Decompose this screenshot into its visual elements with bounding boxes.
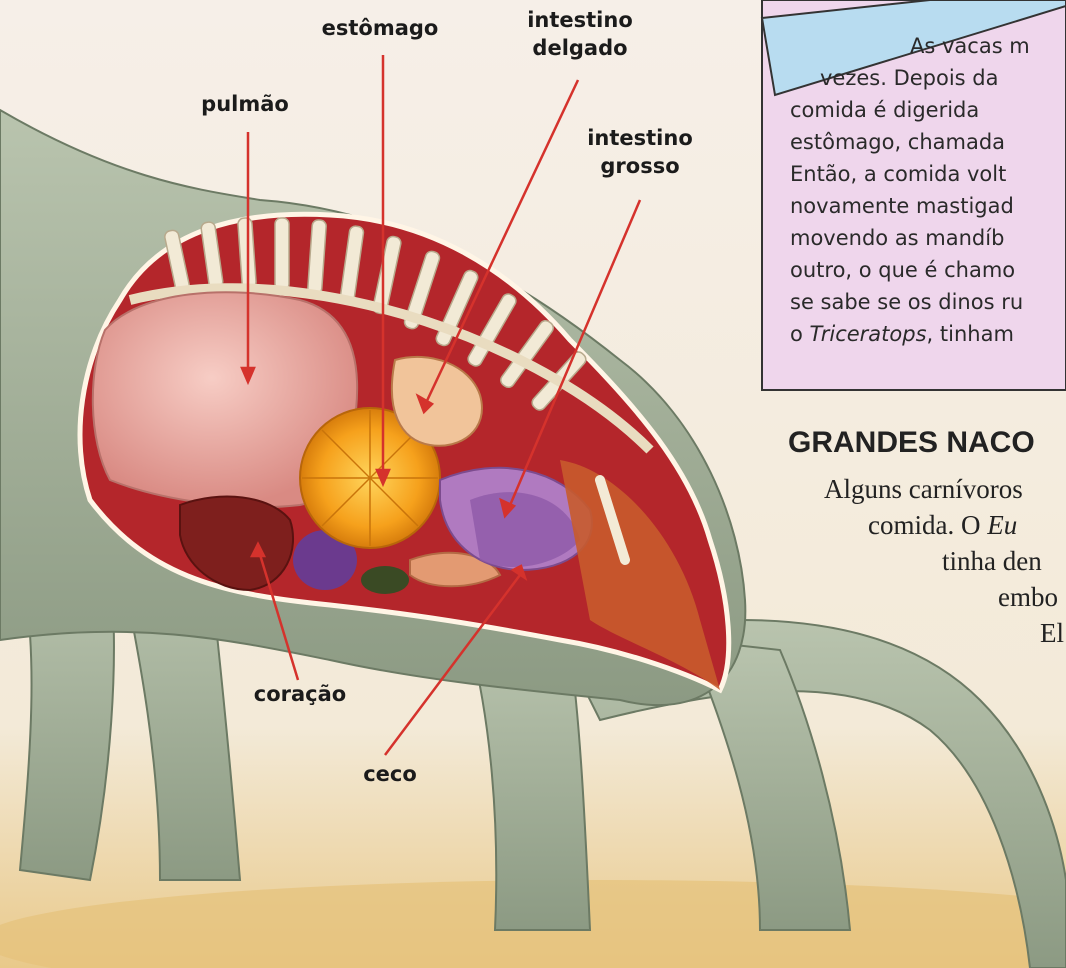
coiled-organ: [361, 566, 409, 594]
label-ceco: ceco: [340, 760, 440, 788]
info-line: As vacas m: [772, 30, 1066, 62]
label-intestino-delgado-line1: intestino: [500, 6, 660, 34]
info-line-italic: Triceratops: [810, 322, 927, 346]
info-line: se sabe se os dinos ru: [772, 286, 1066, 318]
section-line-1: Alguns carnívoros: [824, 474, 1023, 505]
info-line-fragment: o: [790, 322, 810, 346]
label-estomago: estômago: [300, 14, 460, 42]
info-line: Então, a comida volt: [772, 158, 1066, 190]
info-line: vezes. Depois da: [772, 62, 1066, 94]
info-line: comida é digerida: [772, 94, 1066, 126]
info-line-fragment: , tinham: [927, 322, 1014, 346]
label-intestino-grosso: intestino grosso: [560, 124, 720, 180]
label-pulmao: pulmão: [170, 90, 320, 118]
section-line-4: embo: [998, 582, 1058, 613]
info-line-last: o Triceratops, tinham: [772, 318, 1066, 350]
info-box-text: As vacas m vezes. Depois da comida é dig…: [772, 30, 1066, 390]
section-line-italic: Eu: [987, 510, 1017, 540]
info-line: novamente mastigad: [772, 190, 1066, 222]
info-line: movendo as mandíb: [772, 222, 1066, 254]
section-heading: GRANDES NACO: [788, 426, 1035, 460]
info-line: outro, o que é chamo: [772, 254, 1066, 286]
section-line-fragment: comida. O: [868, 510, 987, 540]
section-line-2: comida. O Eu: [868, 510, 1017, 541]
label-intestino-delgado-line2: delgado: [500, 34, 660, 62]
label-intestino-delgado: intestino delgado: [500, 6, 660, 62]
section-line-3: tinha den: [942, 546, 1042, 577]
label-coracao: coração: [230, 680, 370, 708]
label-intestino-grosso-line1: intestino: [560, 124, 720, 152]
section-line-5: El: [1040, 618, 1064, 649]
info-line: estômago, chamada: [772, 126, 1066, 158]
label-intestino-grosso-line2: grosso: [560, 152, 720, 180]
